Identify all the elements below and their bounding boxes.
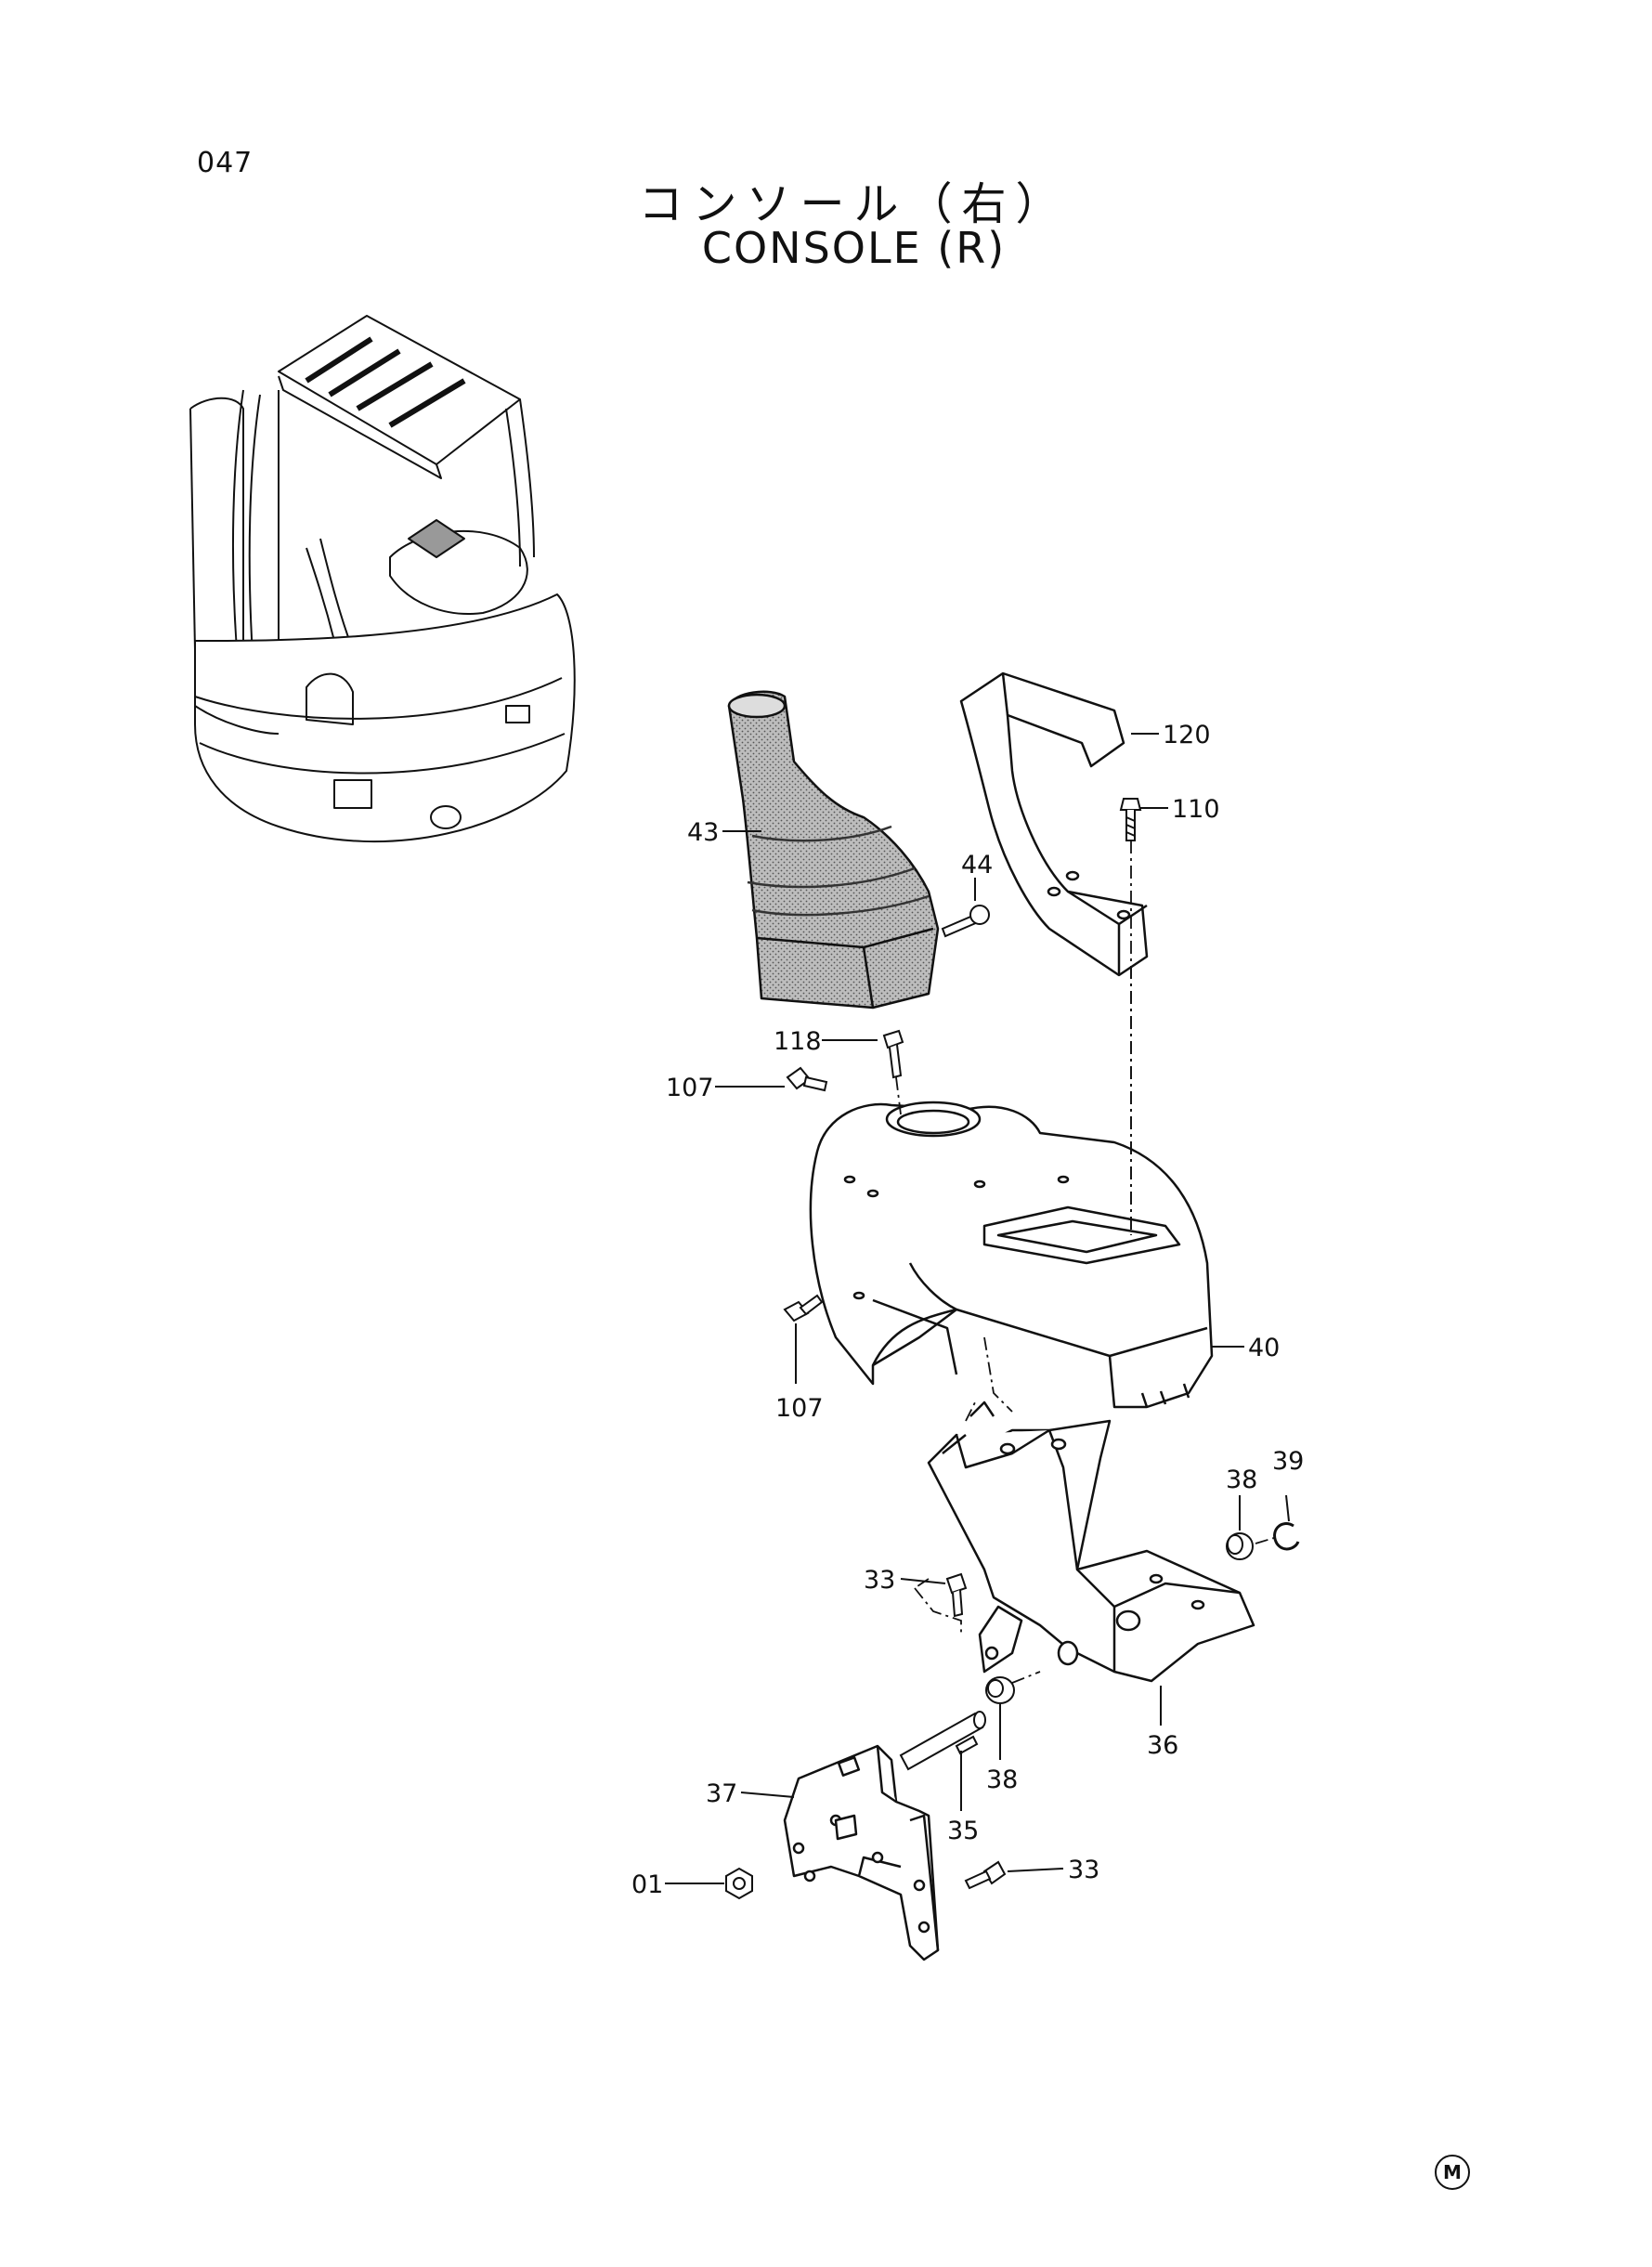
part-37-mounting-plate — [783, 1744, 940, 1961]
callout-120: 120 — [1163, 721, 1211, 749]
callout-44: 44 — [961, 851, 993, 879]
part-01-nut — [725, 1867, 753, 1900]
assembly-lines — [895, 840, 1278, 1684]
callout-40: 40 — [1248, 1334, 1280, 1362]
part-107-bolt-upper — [786, 1066, 828, 1092]
page-number: 047 — [197, 147, 254, 179]
part-39-snap-ring — [1273, 1522, 1300, 1551]
machine-overview-illustration — [189, 315, 576, 843]
callout-01: 01 — [631, 1870, 663, 1899]
callout-39: 39 — [1272, 1447, 1304, 1476]
part-43-rubber-boot — [727, 690, 940, 1010]
callout-33-lower: 33 — [1068, 1856, 1099, 1884]
callout-107-lower: 107 — [775, 1394, 824, 1423]
leader-lines — [665, 733, 1290, 1884]
callout-33-upper: 33 — [864, 1566, 895, 1595]
part-38-bushing-lower — [985, 1676, 1015, 1704]
callout-labels: 120 110 43 44 118 107 107 40 38 39 33 36… — [631, 721, 1304, 1899]
callout-35: 35 — [947, 1817, 979, 1845]
part-107-bolt-lower — [783, 1294, 824, 1322]
part-33-bolt-upper — [945, 1572, 968, 1618]
part-36-bracket — [927, 1401, 1255, 1683]
part-120-armrest — [959, 671, 1149, 977]
part-44-screw — [941, 905, 990, 938]
part-118-bolt — [882, 1029, 904, 1079]
title-japanese: コンソール（右） — [638, 178, 1070, 230]
callout-43: 43 — [687, 818, 719, 847]
part-110-bolt — [1119, 798, 1142, 841]
callout-110: 110 — [1172, 795, 1220, 824]
callout-118: 118 — [774, 1027, 822, 1056]
callout-36: 36 — [1147, 1731, 1178, 1760]
part-40-console-cover — [809, 1101, 1214, 1409]
manual-mark-symbol: M — [1435, 2155, 1470, 2190]
part-38-bushing-upper — [1226, 1532, 1254, 1560]
callout-107-upper: 107 — [666, 1074, 714, 1102]
callout-37: 37 — [706, 1779, 737, 1808]
title-english: CONSOLE (R) — [701, 223, 1007, 273]
part-35-pin — [899, 1711, 986, 1771]
part-33-bolt-lower — [964, 1860, 1007, 1890]
callout-38-upper: 38 — [1226, 1466, 1257, 1494]
callout-38-lower: 38 — [986, 1765, 1018, 1794]
